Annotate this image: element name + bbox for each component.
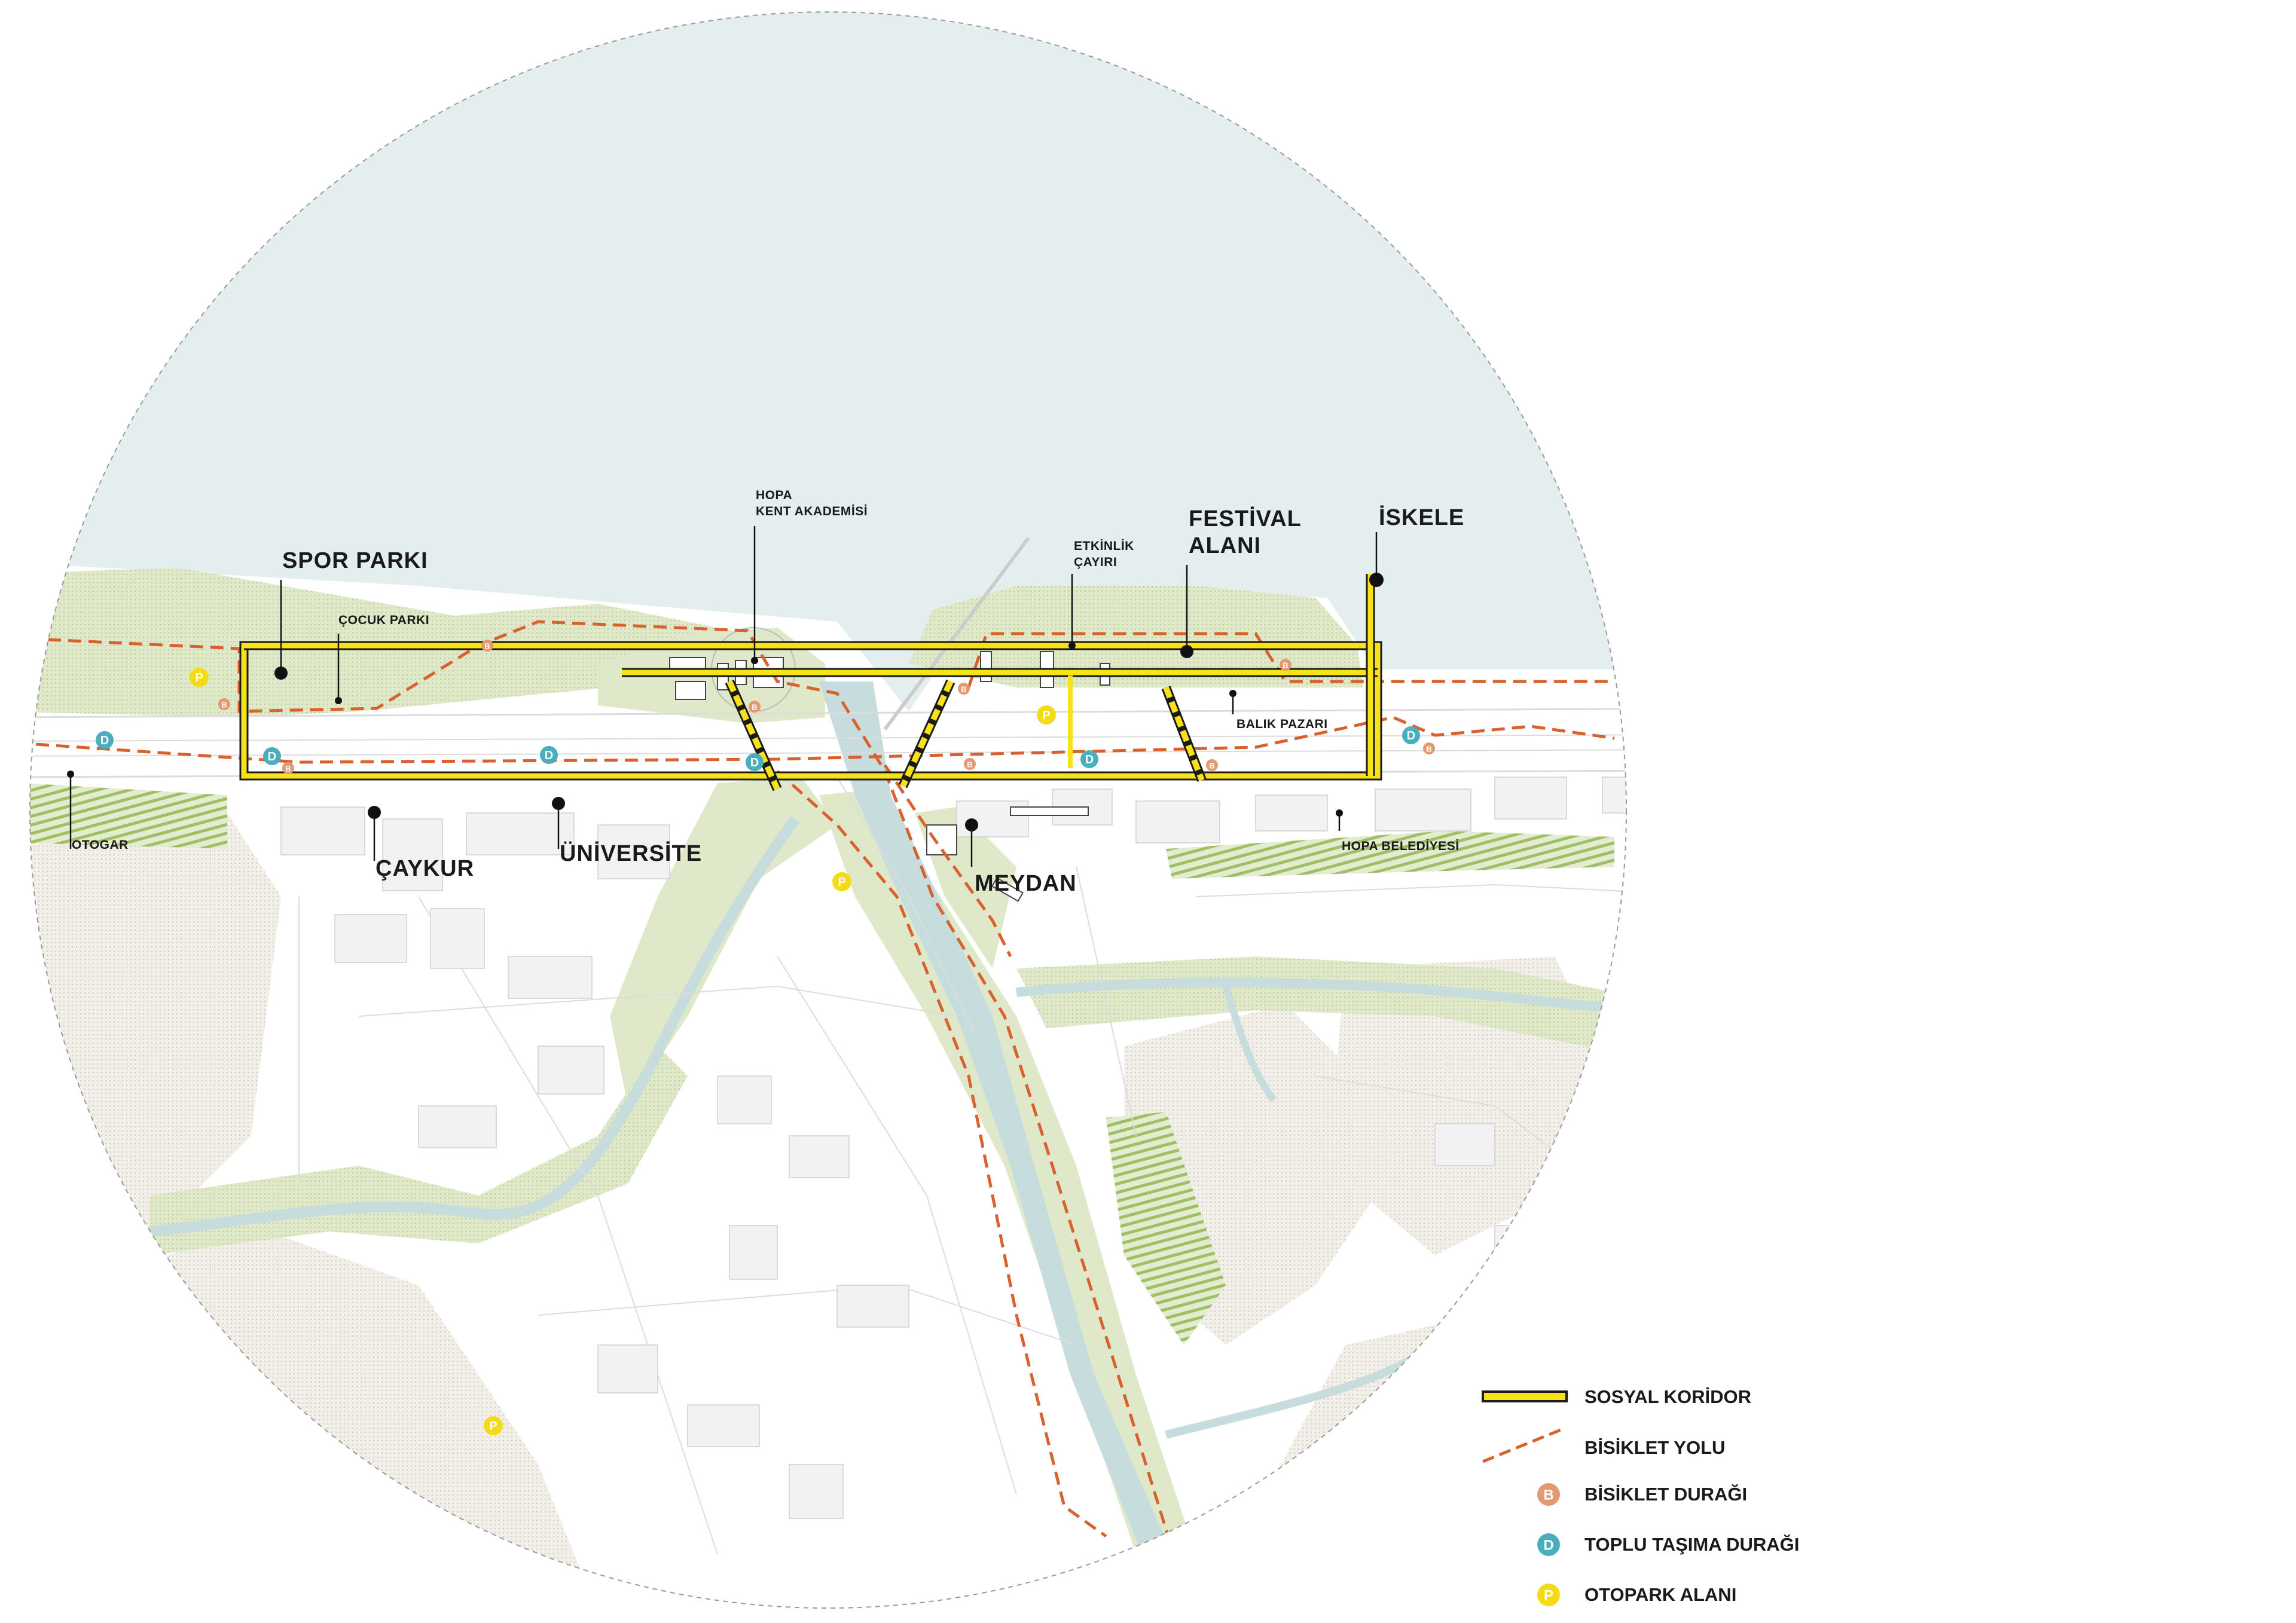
- transit-stop: D: [96, 731, 114, 749]
- legend-item-parking: P OTOPARK ALANI: [1537, 1584, 1736, 1606]
- svg-text:B: B: [1426, 745, 1431, 754]
- svg-text:B: B: [221, 701, 227, 710]
- transit-stop: D: [540, 746, 558, 764]
- label-caykur: ÇAYKUR: [375, 856, 474, 881]
- transit-stops: D D D D D D: [96, 726, 1420, 771]
- label-spor-parki: SPOR PARKI: [282, 548, 428, 573]
- pier-line: [883, 537, 1030, 730]
- svg-text:BİSİKLET YOLU: BİSİKLET YOLU: [1584, 1437, 1725, 1458]
- parking-badge: P: [484, 1416, 503, 1435]
- svg-text:D: D: [545, 749, 553, 762]
- svg-text:B: B: [1543, 1487, 1553, 1503]
- label-meydan: MEYDAN: [975, 871, 1077, 896]
- svg-text:D: D: [1085, 753, 1094, 766]
- bike-stops: B B B B B B B B B: [218, 640, 1435, 774]
- bike-stop: B: [218, 698, 230, 710]
- transit-stop: D: [1402, 726, 1420, 744]
- label-cocuk-parki: ÇOCUK PARKI: [338, 613, 429, 627]
- svg-text:BİSİKLET DURAĞI: BİSİKLET DURAĞI: [1584, 1484, 1747, 1505]
- label-cayiri: ÇAYIRI: [1074, 555, 1117, 569]
- svg-text:B: B: [285, 765, 291, 774]
- svg-text:P: P: [1042, 709, 1050, 722]
- svg-text:P: P: [838, 876, 845, 889]
- svg-text:B: B: [1283, 661, 1288, 670]
- svg-text:D: D: [1407, 729, 1415, 742]
- bike-stop: B: [481, 640, 493, 652]
- green-east-shore: [909, 586, 1363, 687]
- map-boundary: [29, 11, 1627, 1609]
- svg-text:B: B: [1209, 762, 1214, 771]
- svg-text:SOSYAL KORİDOR: SOSYAL KORİDOR: [1584, 1386, 1751, 1407]
- svg-text:D: D: [1543, 1538, 1553, 1554]
- sea: [30, 12, 1626, 711]
- label-hopa-belediyesi: HOPA BELEDİYESİ: [1342, 839, 1460, 853]
- label-universite: ÜNİVERSİTE: [560, 840, 702, 866]
- legend-item-corridor: SOSYAL KORİDOR: [1482, 1386, 1751, 1407]
- label-hopa: HOPA: [756, 488, 792, 502]
- creek-west: [149, 815, 800, 1237]
- bike-stop: B: [1206, 759, 1218, 771]
- parking-badge: P: [1037, 705, 1056, 725]
- label-alani: ALANI: [1189, 533, 1261, 558]
- hatch-otogar: [30, 783, 227, 849]
- label-otogar: OTOGAR: [72, 838, 129, 852]
- label-festival: FESTİVAL: [1189, 506, 1302, 531]
- hatch-belediye: [1166, 831, 1614, 879]
- bike-stop: B: [1280, 659, 1292, 671]
- svg-text:B: B: [752, 703, 757, 712]
- svg-text:OTOPARK ALANI: OTOPARK ALANI: [1584, 1584, 1736, 1605]
- transit-stop: D: [746, 753, 764, 771]
- river: [819, 681, 1172, 1554]
- label-etkinlik: ETKİNLİK: [1074, 539, 1134, 553]
- bike-paths: [35, 620, 1615, 1549]
- svg-text:B: B: [967, 760, 972, 769]
- label-iskele: İSKELE: [1379, 505, 1464, 530]
- hatch-east-slope: [1106, 1112, 1226, 1345]
- bike-stop: B: [282, 762, 294, 774]
- social-corridor: [239, 574, 1382, 791]
- legend-item-bike-path: BİSİKLET YOLU: [1482, 1428, 1725, 1463]
- transit-stop: D: [263, 747, 281, 765]
- label-kent-akademisi: KENT AKADEMİSİ: [756, 505, 868, 518]
- parking-badge: P: [832, 872, 851, 891]
- marker-leaders: [69, 526, 1378, 867]
- bike-stop: B: [1423, 742, 1435, 754]
- green-river-band: [819, 789, 1196, 1554]
- place-labels: SPOR PARKI ÇOCUK PARKI HOPA KENT AKADEMİ…: [72, 488, 1464, 896]
- creek-east: [1016, 977, 1626, 1015]
- svg-text:TOPLU TAŞIMA DURAĞI: TOPLU TAŞIMA DURAĞI: [1584, 1534, 1799, 1555]
- svg-text:P: P: [489, 1420, 497, 1433]
- svg-text:D: D: [100, 734, 109, 747]
- bike-stop: B: [964, 758, 976, 770]
- bike-stop: B: [749, 701, 761, 713]
- svg-text:P: P: [1544, 1588, 1553, 1604]
- legend-item-transit: D TOPLU TAŞIMA DURAĞI: [1537, 1533, 1799, 1556]
- bike-stop: B: [958, 683, 970, 695]
- legend: SOSYAL KORİDOR BİSİKLET YOLU B BİSİKLET …: [1482, 1386, 1799, 1606]
- svg-text:P: P: [195, 671, 203, 684]
- svg-text:B: B: [961, 685, 966, 694]
- label-balik-pazari: BALIK PAZARI: [1236, 717, 1328, 731]
- parking-badge: P: [190, 668, 209, 687]
- svg-text:B: B: [484, 642, 490, 651]
- transit-stop: D: [1080, 750, 1098, 768]
- parking-areas: P P P P: [190, 668, 1056, 1435]
- creek-east-branch: [1222, 985, 1277, 1102]
- svg-text:D: D: [268, 750, 276, 763]
- legend-item-bike-stop: B BİSİKLET DURAĞI: [1537, 1483, 1747, 1506]
- svg-text:D: D: [750, 756, 759, 769]
